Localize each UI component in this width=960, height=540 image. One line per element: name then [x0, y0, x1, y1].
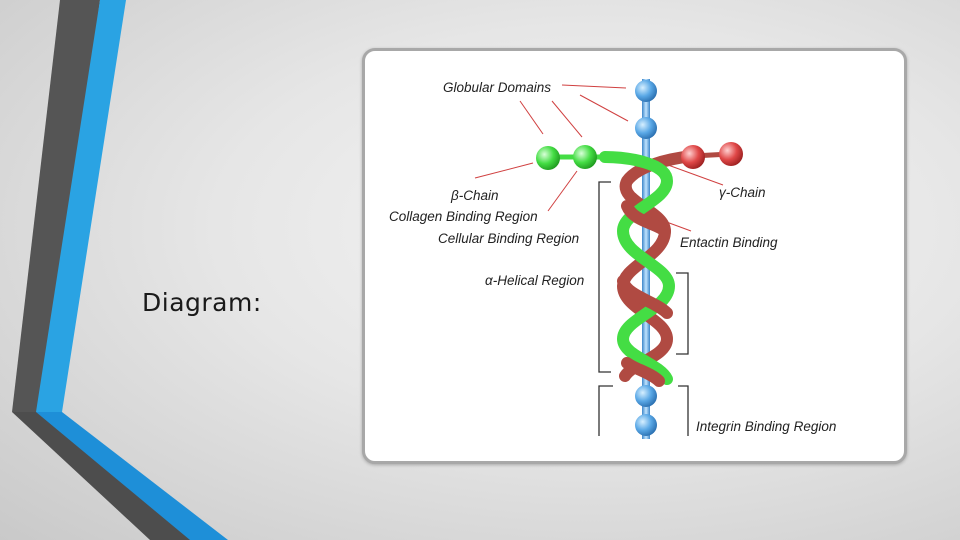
alpha-helical-bracket	[598, 181, 611, 373]
decor-blue-stripe	[36, 0, 126, 412]
decor-dark-stripe	[12, 0, 100, 412]
alpha-globule-top	[635, 80, 657, 102]
integrin-bracket-left	[598, 385, 613, 436]
decor-blue-diagonal	[36, 412, 228, 540]
label-collagen-binding: Collagen Binding Region	[389, 209, 538, 224]
gamma-globule-1	[681, 145, 705, 169]
annotation-lines	[474, 84, 724, 232]
laminin-diagram: Globular Domains γ-Chain β-Chain Collage…	[389, 79, 836, 439]
laminin-diagram-frame: Globular Domains γ-Chain β-Chain Collage…	[362, 48, 907, 464]
label-cellular-binding: Cellular Binding Region	[438, 231, 579, 246]
beta-chain-coil	[599, 151, 676, 385]
label-integrin-binding: Integrin Binding Region	[696, 419, 836, 434]
integrin-bracket-right	[678, 385, 689, 436]
label-entactin-binding: Entactin Binding	[680, 235, 778, 250]
label-alpha-helical: α-Helical Region	[485, 273, 584, 288]
slide-title: Diagram:	[142, 288, 262, 317]
gamma-globule-2	[719, 142, 743, 166]
label-globular-domains: Globular Domains	[443, 80, 551, 95]
beta-globule-2	[573, 145, 597, 169]
gamma-chain-coil-front	[617, 200, 673, 387]
label-gamma-chain: γ-Chain	[719, 185, 766, 200]
alpha-globule-g2	[635, 414, 657, 436]
alpha-globule-g1	[635, 385, 657, 407]
label-beta-chain: β-Chain	[450, 188, 498, 203]
region-brackets	[598, 181, 689, 436]
entactin-bracket	[676, 272, 689, 355]
beta-globule-1	[536, 146, 560, 170]
alpha-globule-2	[635, 117, 657, 139]
